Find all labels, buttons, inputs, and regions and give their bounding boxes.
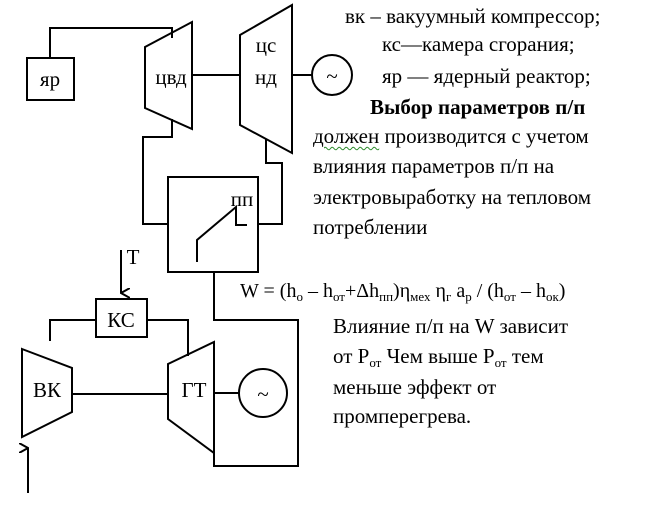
lp-turbine-label-bottom: нд bbox=[255, 65, 277, 89]
formula-sub-o: о bbox=[296, 289, 303, 304]
formula-minus-h-2: – h bbox=[515, 280, 546, 302]
reheat-outlet-line bbox=[258, 139, 283, 225]
notes-line-2: влияния параметров п/п на bbox=[313, 154, 555, 178]
conclusion-line-2: от Pот Чем выше Pот тем bbox=[333, 343, 544, 369]
formula-div: / (h bbox=[471, 280, 504, 302]
reheat-heat-loop bbox=[213, 272, 299, 467]
conclusion-line-2-mid: Чем выше P bbox=[381, 344, 495, 368]
generator-top-circle bbox=[311, 54, 353, 96]
conclusion-line-2-start: от P bbox=[333, 344, 370, 368]
gas-turbine-shape bbox=[167, 340, 215, 455]
conclusion-line-1: Влияние п/п на W зависит bbox=[333, 314, 568, 338]
combustion-chamber-box bbox=[95, 298, 148, 338]
formula-eta: )η bbox=[393, 280, 411, 302]
formula-lhs: W = (h bbox=[240, 280, 297, 302]
gas-turbine-label: ГТ bbox=[182, 378, 207, 402]
formula-sub-ok: ок bbox=[545, 289, 559, 304]
reheater-coil bbox=[196, 204, 247, 262]
formula-sub-ot-2: от bbox=[503, 289, 516, 304]
generator-top-label: ~ bbox=[326, 64, 337, 88]
conclusion-line-3: меньше эффект от bbox=[333, 375, 497, 399]
notes-line-3: электровыработку на тепловом bbox=[313, 185, 592, 209]
notes-heading: Выбор параметров п/п bbox=[370, 95, 586, 119]
formula-plus-dh: +Δh bbox=[344, 280, 380, 302]
legend-line-3: яр — ядерный реактор; bbox=[382, 64, 591, 88]
compressor-shape bbox=[21, 347, 73, 439]
formula: W = (hо – hот+Δhпп)ηмех ηг aр / (hот – h… bbox=[240, 278, 565, 304]
formula-close: ) bbox=[558, 280, 566, 302]
formula-minus-h: – h bbox=[302, 280, 333, 302]
formula-sub-pp: пп bbox=[379, 289, 394, 304]
hp-turbine-shape bbox=[144, 20, 193, 131]
generator-bottom-circle bbox=[238, 368, 288, 418]
formula-eta-g: η bbox=[430, 280, 446, 302]
notes-line-1-flagged-word: должен bbox=[313, 124, 380, 148]
lp-turbine-label-top: цс bbox=[256, 33, 277, 57]
compressor-label: ВК bbox=[33, 378, 62, 402]
legend-line-2: кс—камера сгорания; bbox=[382, 32, 575, 56]
conclusion-line-2-end: тем bbox=[506, 344, 544, 368]
conclusion-line-2-sub-1: от bbox=[369, 355, 382, 370]
heat-input-label: T bbox=[127, 245, 140, 269]
notes-line-4: потреблении bbox=[313, 215, 428, 239]
formula-sub-ot: от bbox=[332, 289, 345, 304]
formula-sub-mech: мех bbox=[410, 289, 431, 304]
cc-to-turbine-line bbox=[147, 319, 189, 356]
generator-bottom-label: ~ bbox=[257, 382, 268, 406]
notes-line-1-rest: производится с учетом bbox=[379, 124, 589, 148]
combustion-chamber-label: КС bbox=[107, 308, 135, 332]
formula-a: a bbox=[451, 280, 466, 302]
reheater-label: пп bbox=[231, 187, 253, 211]
legend-line-1: вк – вакуумный компрессор; bbox=[345, 4, 601, 28]
notes-line-1: должен производится с учетом bbox=[313, 123, 589, 149]
reheat-inlet-line bbox=[142, 119, 173, 225]
formula-sub-g: г bbox=[445, 289, 452, 304]
cc-to-compressor-line bbox=[49, 319, 96, 341]
conclusion-line-2-sub-2: от bbox=[494, 355, 507, 370]
conclusion-line-4: промперегрева. bbox=[333, 404, 472, 428]
reactor-label: яр bbox=[40, 67, 60, 91]
lp-turbine-shape bbox=[239, 3, 293, 155]
formula-sub-r: р bbox=[465, 289, 472, 304]
hp-turbine-label: цвд bbox=[155, 65, 187, 89]
